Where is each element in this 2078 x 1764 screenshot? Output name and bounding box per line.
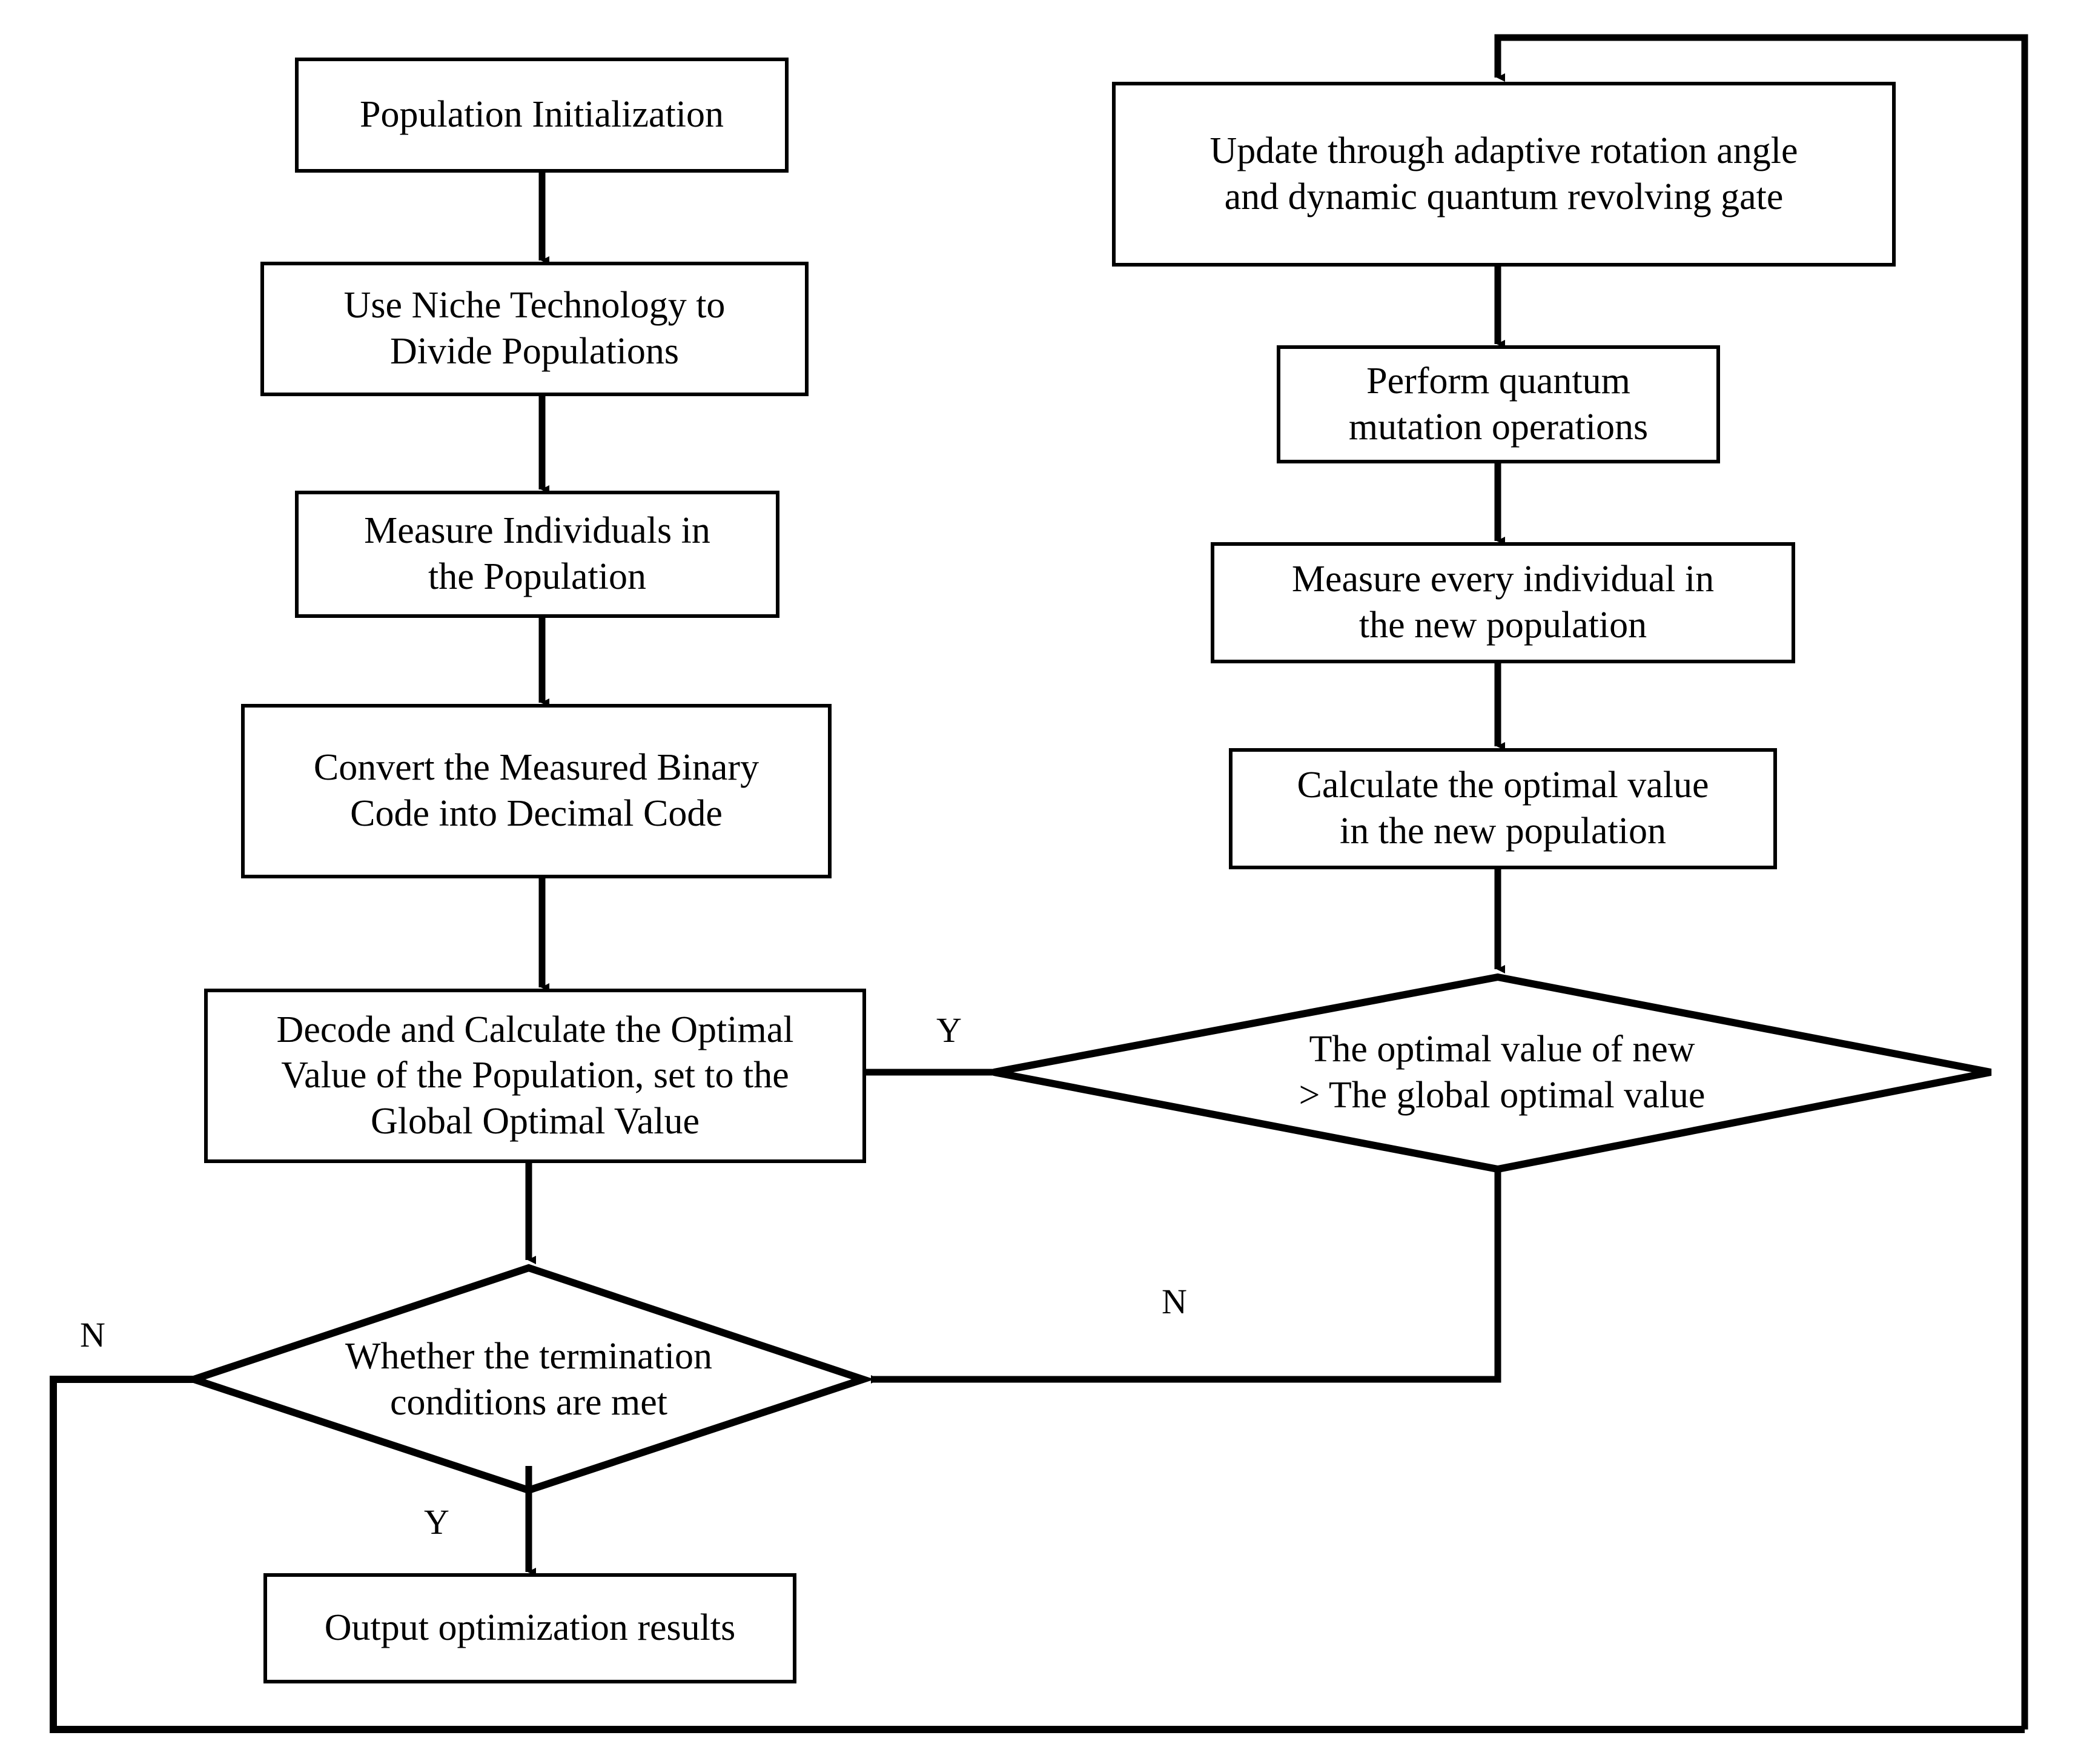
node-text-line2: mutation operations — [1348, 406, 1649, 448]
node-convert-binary-to-decimal[interactable]: Convert the Measured Binary Code into De… — [241, 704, 832, 878]
node-text-line1: Measure every individual in — [1291, 559, 1715, 600]
node-text-line1: Whether the termination — [345, 1335, 712, 1377]
node-use-niche-technology[interactable]: Use Niche Technology to Divide Populatio… — [260, 262, 809, 396]
edge-label-termination-yes: Y — [424, 1502, 449, 1542]
node-measure-individuals[interactable]: Measure Individuals in the Population — [295, 491, 779, 618]
node-text: Output optimization results — [324, 1607, 736, 1649]
node-decode-and-calculate[interactable]: Decode and Calculate the Optimal Value o… — [204, 989, 866, 1163]
node-text-line1: Decode and Calculate the Optimal — [276, 1009, 794, 1050]
node-text-line1: The optimal value of new — [1309, 1028, 1695, 1070]
node-text-line2: Value of the Population, set to the — [281, 1055, 789, 1096]
edge-compare-no-to-termination — [871, 1169, 1501, 1384]
node-text-line1: Calculate the optimal value — [1297, 764, 1709, 806]
edge-label-compare-yes: Y — [936, 1010, 962, 1050]
node-text-line1: Use Niche Technology to — [343, 285, 726, 327]
node-text-line1: Measure Individuals in — [364, 510, 710, 552]
node-population-initialization[interactable]: Population Initialization — [295, 58, 789, 173]
node-text-line2: > The global optimal value — [1299, 1074, 1706, 1116]
node-text-line2: Code into Decimal Code — [350, 793, 723, 834]
node-text-line1: Convert the Measured Binary — [313, 747, 759, 789]
node-text-line2: Divide Populations — [389, 331, 680, 372]
node-text-line1: Perform quantum — [1366, 360, 1630, 402]
edge-label-termination-no: N — [80, 1315, 105, 1354]
node-text-line2: conditions are met — [390, 1381, 667, 1423]
node-text-line2: the Population — [428, 556, 646, 597]
node-text-line2: the new population — [1358, 605, 1647, 646]
node-text-line1: Update through adaptive rotation angle — [1209, 130, 1798, 171]
node-output-results[interactable]: Output optimization results — [263, 1573, 796, 1683]
node-text-line2: in the new population — [1340, 811, 1666, 852]
node-termination-decision[interactable]: Whether the termination conditions are m… — [293, 1321, 765, 1439]
node-quantum-mutation[interactable]: Perform quantum mutation operations — [1277, 345, 1720, 463]
node-update-rotation-gate[interactable]: Update through adaptive rotation angle a… — [1112, 82, 1896, 267]
node-text-line3: Global Optimal Value — [371, 1100, 700, 1142]
node-measure-new-population[interactable]: Measure every individual in the new popu… — [1211, 542, 1795, 663]
edge-label-compare-no: N — [1162, 1282, 1187, 1321]
edge-outer-return-to-update — [1494, 34, 2028, 1729]
node-calculate-new-optimal[interactable]: Calculate the optimal value in the new p… — [1229, 748, 1777, 869]
node-text-line2: and dynamic quantum revolving gate — [1224, 176, 1784, 217]
node-compare-optimal-decision[interactable]: The optimal value of new > The global op… — [1229, 1013, 1775, 1132]
node-text: Population Initialization — [360, 94, 724, 136]
